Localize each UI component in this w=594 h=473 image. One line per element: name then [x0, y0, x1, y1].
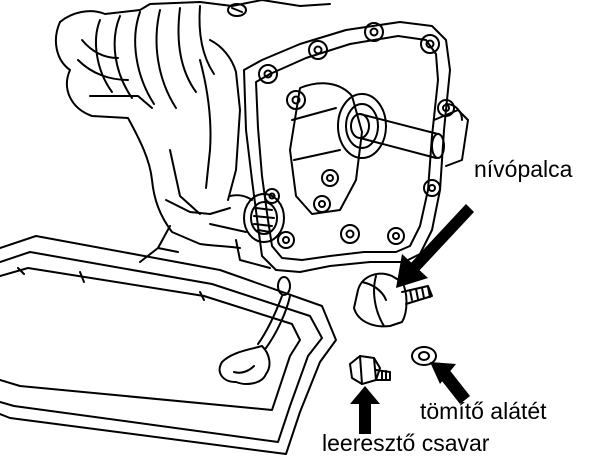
drain-bolt-icon — [349, 355, 391, 385]
drain-bolt-label: leeresztő csavar — [322, 430, 490, 456]
pointer-arrow-dipstick — [396, 204, 474, 288]
crankshaft — [337, 93, 469, 167]
drain-port — [139, 193, 285, 269]
washer-icon — [411, 346, 437, 366]
dipstick-cap-icon — [353, 272, 433, 328]
oil-stream — [218, 276, 291, 385]
dipstick-label: nívópalca — [474, 156, 573, 182]
drain-pan-illustration — [0, 235, 337, 455]
sealing-washer-label: tömítő alátét — [420, 398, 547, 424]
engine-illustration — [54, 0, 331, 249]
pointer-arrow-drain-bolt — [350, 386, 380, 434]
side-cover-plate — [243, 21, 455, 273]
pointer-arrow-washer — [430, 362, 470, 404]
